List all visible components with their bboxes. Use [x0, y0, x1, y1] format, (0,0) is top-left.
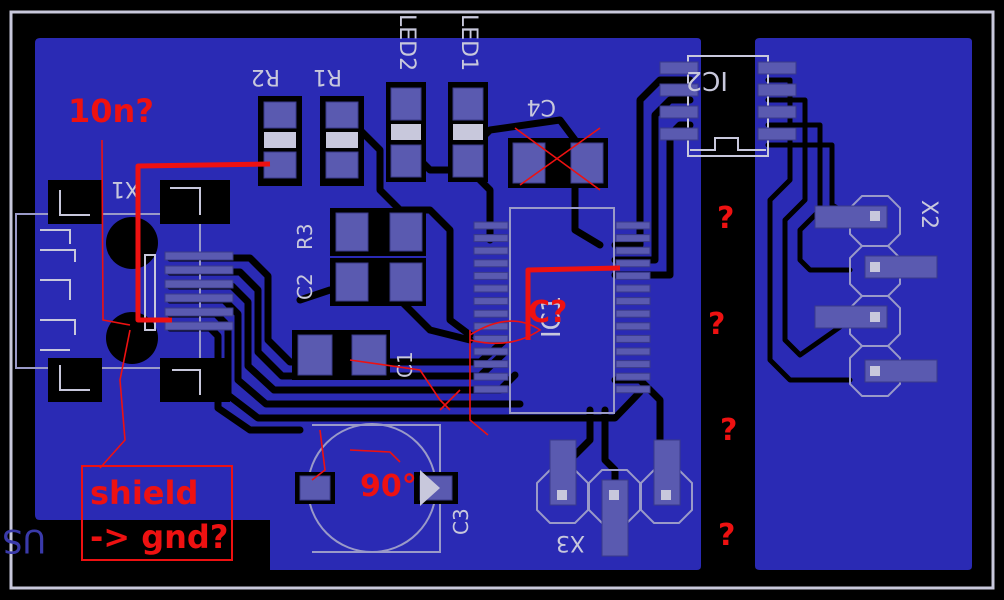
ic1-pin-right — [615, 360, 651, 369]
traces — [166, 76, 853, 549]
ic1-pin-right — [615, 221, 651, 230]
ic1-pin-right — [615, 322, 651, 331]
ic1-chip — [473, 207, 651, 414]
x2-designator: X2 — [916, 200, 941, 229]
header-x2 — [814, 195, 938, 397]
ic1-pin-left — [473, 322, 509, 331]
ic1-pin-right — [615, 246, 651, 255]
c3-designator: C3 — [449, 508, 473, 535]
ic2-chip — [659, 55, 797, 157]
ic1-designator: IC1 — [537, 296, 567, 338]
ic1-pin-left — [473, 221, 509, 230]
board-name-label: USB2UART — [0, 522, 46, 560]
ic1-pin-left — [473, 297, 509, 306]
c4-designator: C4 — [527, 94, 556, 119]
led-led1 — [448, 82, 488, 182]
ic1-pin-right — [615, 385, 651, 394]
r1-designator: R1 — [313, 64, 342, 89]
annotation-shield: shield — [90, 474, 198, 512]
annotation-question-2: ? — [708, 307, 725, 342]
header-x3 — [536, 439, 693, 557]
copper-pour-right — [755, 38, 972, 570]
led-led2 — [386, 82, 426, 182]
c2-designator: C2 — [293, 273, 317, 300]
ic1-pin-left — [473, 284, 509, 293]
ic2-designator: IC2 — [686, 65, 728, 95]
isolation-channel — [701, 38, 755, 570]
annotation-question-3: ? — [720, 413, 737, 448]
annotation-question-4: ? — [718, 518, 735, 553]
ic1-pin-right — [615, 284, 651, 293]
ic1-pin-right — [615, 334, 651, 343]
ic1-pin-left — [473, 347, 509, 356]
x1-designator: X1 — [111, 176, 140, 201]
ic1-pin-right — [615, 309, 651, 318]
annotation-question-1: ? — [717, 201, 734, 236]
annotation-90-degrees: 90° — [360, 469, 417, 504]
capacitor-c1 — [292, 330, 390, 380]
ic1-pin-left — [473, 334, 509, 343]
led1-designator: LED1 — [456, 14, 481, 71]
ic1-pin-right — [615, 347, 651, 356]
ic1-pin-left — [473, 259, 509, 268]
ic1-pin-right — [615, 271, 651, 280]
annotation-c-question: C? — [528, 295, 567, 330]
annotation-10n: 10n? — [68, 92, 154, 130]
resistor-r3 — [330, 208, 426, 256]
ic1-pin-left — [473, 309, 509, 318]
ic1-pin-right — [615, 259, 651, 268]
ic1-pin-right — [615, 372, 651, 381]
annotation-shield-gnd: -> gnd? — [90, 518, 228, 556]
capacitor-c4 — [508, 138, 608, 188]
ic1-pin-left — [473, 246, 509, 255]
c1-designator: C1 — [393, 351, 417, 378]
x3-designator: X3 — [556, 530, 585, 555]
usb-connector-x1 — [15, 180, 234, 402]
resistor-r2 — [258, 96, 302, 186]
ic1-pin-left — [473, 385, 509, 394]
resistor-r1 — [320, 96, 364, 186]
capacitor-c2 — [330, 258, 426, 306]
review-markup — [81, 127, 621, 561]
capacitor-c3 — [295, 423, 458, 553]
ic1-pin-left — [473, 234, 509, 243]
ic1-pin-left — [473, 271, 509, 280]
board-outline — [9, 10, 995, 590]
r3-designator: R3 — [293, 223, 317, 250]
led2-designator: LED2 — [394, 14, 419, 71]
r2-designator: R2 — [251, 64, 280, 89]
ic1-pin-right — [615, 297, 651, 306]
ic1-pin-left — [473, 360, 509, 369]
ic1-pin-left — [473, 372, 509, 381]
ic1-pin-right — [615, 234, 651, 243]
